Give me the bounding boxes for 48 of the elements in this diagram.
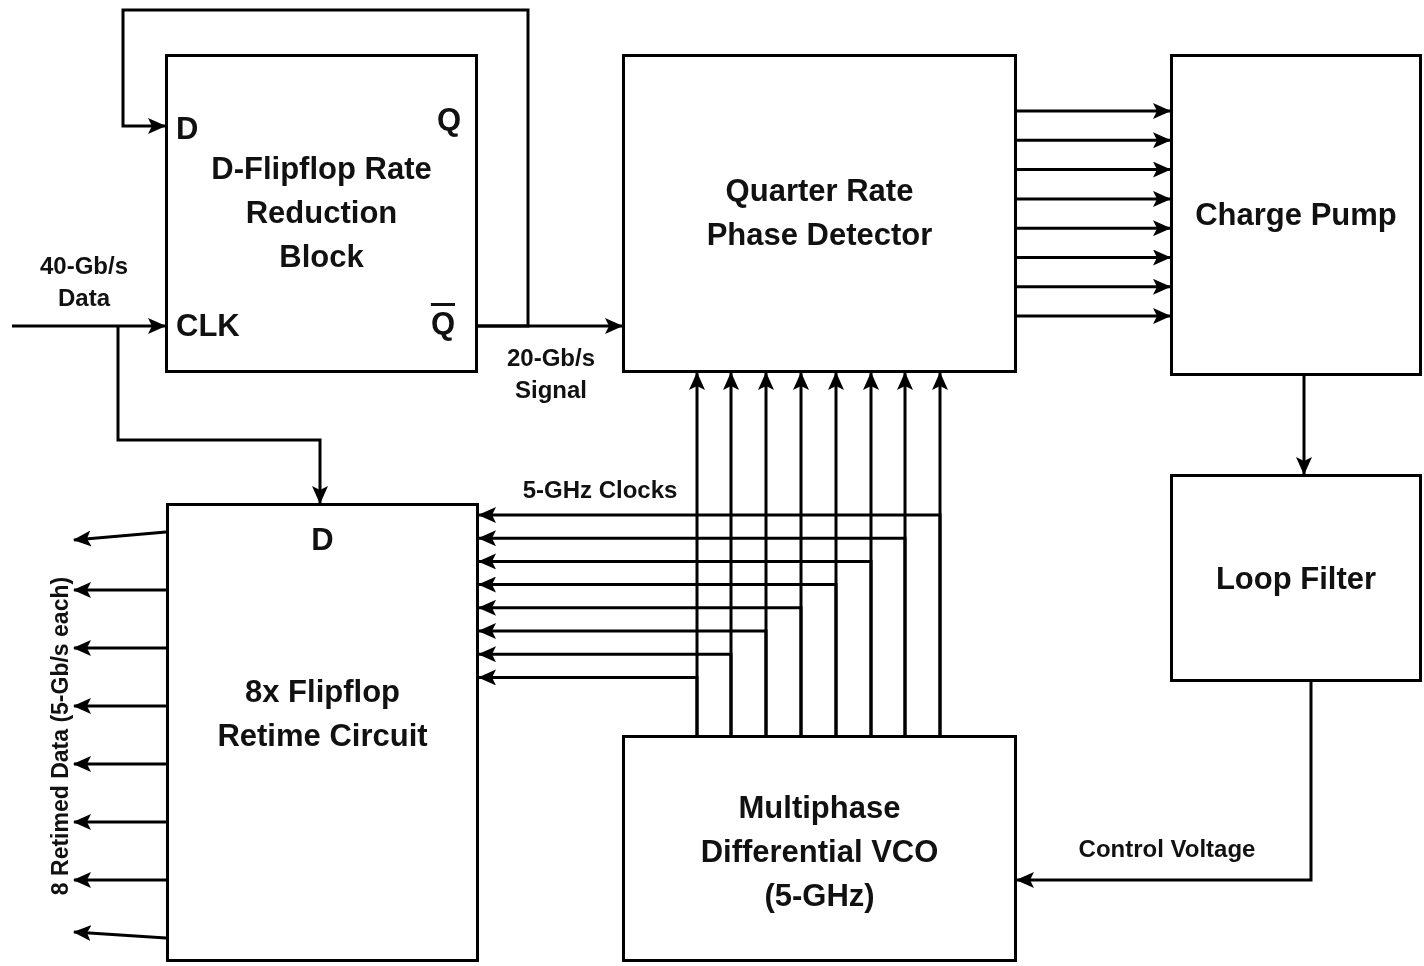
block-box — [165, 54, 478, 373]
block-box — [622, 54, 1017, 373]
arrow — [478, 553, 873, 735]
arrow — [73, 582, 166, 598]
output-label: 8 Retimed Data (5-Gb/s each) — [46, 576, 74, 896]
arrow — [73, 872, 166, 888]
port-label: Q — [436, 103, 461, 137]
port-label: Q — [430, 307, 455, 341]
block-box — [1170, 474, 1422, 682]
arrow — [478, 318, 623, 334]
arrow — [121, 8, 530, 328]
arrow — [478, 669, 699, 735]
port-label: CLK — [176, 309, 240, 343]
arrow — [73, 640, 166, 656]
arrow — [73, 814, 166, 830]
block-box — [166, 503, 479, 962]
block-label: 8x Flipflop Retime Circuit — [216, 673, 429, 755]
arrow — [478, 623, 768, 735]
block-label: D — [310, 521, 335, 559]
port-label: D — [176, 112, 199, 146]
arrow — [478, 646, 733, 735]
arrow — [1017, 132, 1171, 149]
block-box — [622, 735, 1017, 962]
arrow — [1296, 376, 1312, 475]
arrow — [1017, 161, 1171, 178]
arrow — [12, 318, 166, 334]
arrow — [478, 576, 838, 735]
arrow — [73, 698, 166, 714]
arrow — [73, 756, 166, 772]
block-label: Multiphase Differential VCO (5-GHz) — [699, 789, 940, 915]
arrow — [478, 530, 907, 735]
arrow — [1017, 220, 1171, 237]
arrow — [1016, 682, 1313, 888]
block-box — [1170, 54, 1422, 376]
block-label: Loop Filter — [1214, 560, 1378, 598]
block-label: D-Flipflop Rate Reduction Block — [210, 150, 433, 276]
arrow — [116, 326, 328, 504]
arrow — [1017, 249, 1171, 266]
arrow — [478, 507, 942, 735]
block-label: Charge Pump — [1194, 196, 1398, 234]
arrow — [1017, 190, 1171, 207]
arrow — [478, 599, 803, 735]
arrow — [73, 530, 167, 547]
arrow — [1017, 278, 1171, 295]
arrow — [1017, 103, 1171, 119]
arrow — [73, 925, 167, 942]
block-label: Quarter Rate Phase Detector — [705, 172, 934, 254]
arrow — [1017, 308, 1171, 325]
